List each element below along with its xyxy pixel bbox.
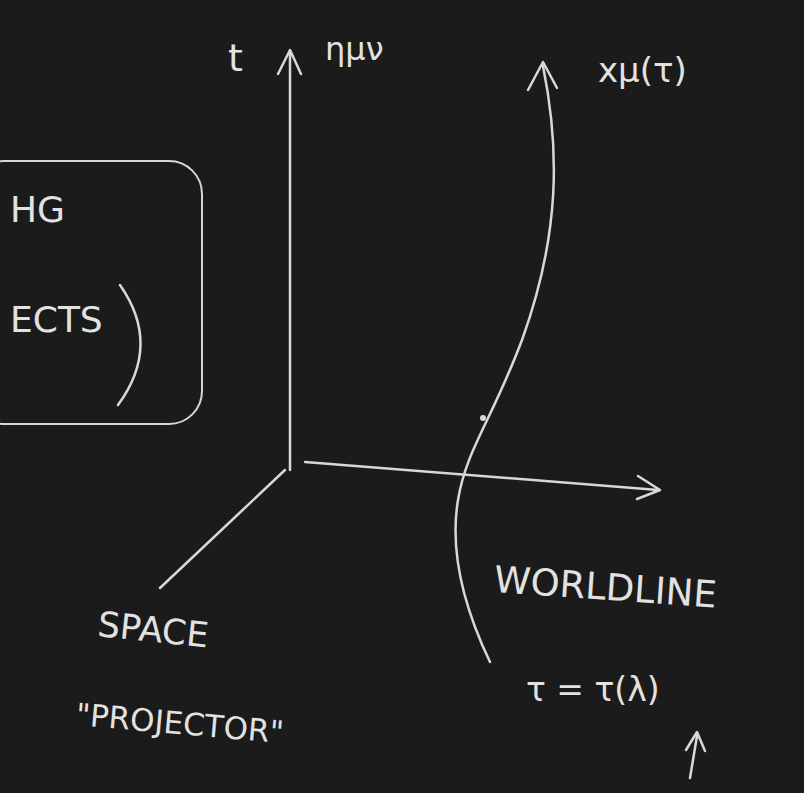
- board-text: HG: [10, 190, 201, 230]
- rounded-box: HG ECTS: [0, 160, 203, 425]
- worldline-arrowhead: [528, 62, 557, 90]
- time-axis: [289, 52, 292, 470]
- parenthesis: [118, 285, 141, 405]
- proper-time-label: τ = τ(λ): [526, 672, 660, 708]
- event-dot: [480, 415, 486, 421]
- space-axis-arrowhead: [637, 476, 660, 499]
- worldline-title: WORLDLINE: [493, 560, 718, 616]
- metric-label: ημν: [325, 32, 384, 67]
- space-label: SPACE: [96, 605, 210, 655]
- axis-label: t: [228, 38, 243, 80]
- worldline-label: xμ(τ): [598, 52, 687, 89]
- diagonal-space-axis: [160, 470, 285, 588]
- space-axis: [305, 462, 658, 490]
- time-axis-arrowhead: [278, 50, 301, 74]
- note-label: "PROJECTOR": [75, 697, 286, 749]
- board-text: ECTS: [10, 300, 201, 340]
- pointer-arrowhead: [686, 732, 705, 751]
